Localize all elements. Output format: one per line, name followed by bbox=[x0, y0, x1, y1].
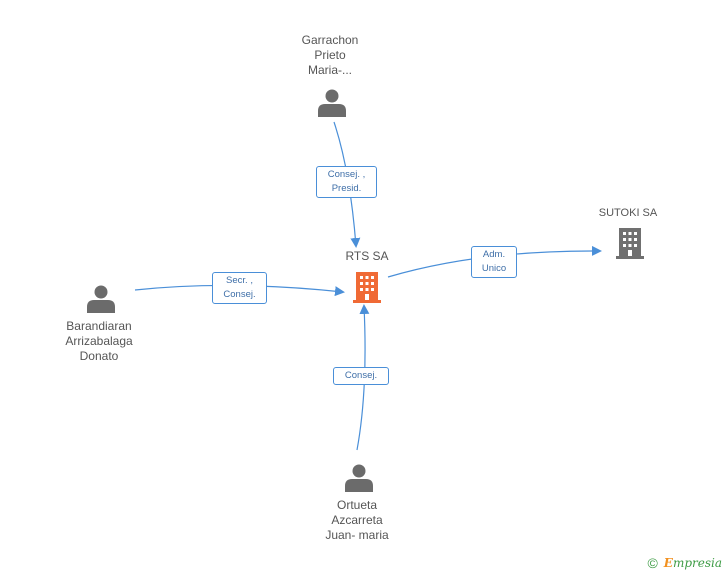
person-icon-ortueta[interactable] bbox=[345, 464, 373, 493]
edge-label-barandiaran-rts[interactable]: Secr. , Consej. bbox=[212, 272, 267, 304]
node-label-sutoki[interactable]: SUTOKI SA bbox=[598, 207, 658, 219]
person-icon-barandiaran[interactable] bbox=[87, 285, 115, 314]
brand-logo: Empresia bbox=[663, 556, 722, 570]
building-icon-sutoki[interactable] bbox=[616, 228, 644, 259]
footer-watermark: © Empresia bbox=[647, 555, 722, 571]
edge-label-garrachon-rts[interactable]: Consej. , Presid. bbox=[316, 166, 377, 198]
node-label-barandiaran[interactable]: Barandiaran Arrizabalaga Donato bbox=[65, 319, 133, 363]
building-icon-rts[interactable] bbox=[353, 272, 381, 303]
copyright-icon: © bbox=[647, 555, 658, 571]
node-label-ortueta[interactable]: Ortueta Azcarreta Juan- maria bbox=[325, 498, 389, 542]
person-icon-garrachon[interactable] bbox=[318, 89, 346, 118]
node-label-rts[interactable]: RTS SA bbox=[345, 249, 389, 263]
node-label-garrachon[interactable]: Garrachon Prieto Maria-... bbox=[301, 33, 359, 77]
edge-label-ortueta-rts[interactable]: Consej. bbox=[333, 367, 389, 385]
edge-label-rts-sutoki[interactable]: Adm. Unico bbox=[471, 246, 517, 278]
